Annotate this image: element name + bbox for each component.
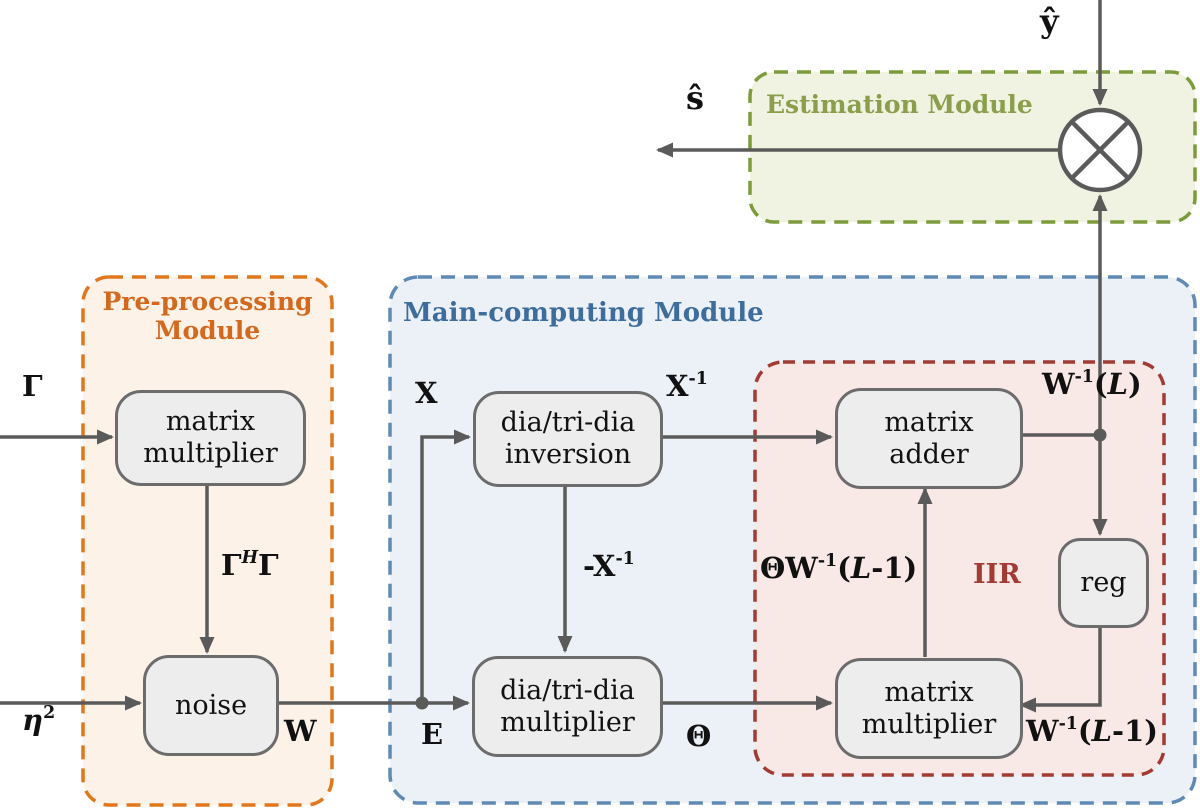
- block-label: inversion: [504, 439, 632, 470]
- w-inverse-junction-dot: [1093, 428, 1107, 442]
- theta-label: Θ: [686, 719, 712, 753]
- main-computing-module-title: Main-computing Module: [403, 298, 764, 328]
- pre-matrix-multiplier-block: matrix multiplier: [115, 390, 306, 486]
- w-inverse-l-label: W-1(L): [1042, 367, 1142, 401]
- w-inverse-l-minus-1-label: W-1(L-1): [1026, 714, 1158, 748]
- x-inverse-label: X-1: [666, 369, 708, 403]
- s-hat-label: ŝ: [686, 79, 705, 117]
- block-label: adder: [889, 438, 969, 470]
- block-label: dia/tri-dia: [500, 407, 636, 439]
- estimation-multiplier-icon: [1057, 107, 1143, 193]
- preprocessing-module-title: Pre-processing Module: [83, 287, 332, 346]
- y-hat-label: ŷ: [1040, 2, 1059, 40]
- eta-squared-label: η2: [22, 703, 56, 737]
- block-label: multiplier: [500, 706, 635, 738]
- block-label: multiplier: [143, 438, 278, 469]
- block-label: multiplier: [861, 708, 997, 740]
- block-label: matrix: [884, 676, 974, 708]
- dia-tri-dia-inversion-block: dia/tri-dia inversion: [473, 391, 663, 487]
- gamma-h-gamma-label: ΓHΓ: [221, 548, 279, 582]
- block-label: noise: [174, 689, 248, 721]
- noise-block: noise: [143, 655, 279, 756]
- w-output-label: W: [284, 714, 317, 748]
- block-label: reg: [1080, 567, 1127, 599]
- iir-label: IIR: [973, 559, 1021, 590]
- dia-tri-dia-multiplier-block: dia/tri-dia multiplier: [472, 656, 663, 757]
- block-label: matrix: [165, 406, 256, 438]
- x-input-label: X: [415, 376, 438, 410]
- gamma-input-label: Γ: [22, 369, 43, 403]
- preprocessing-title-line1: Pre-processing: [102, 287, 313, 316]
- matrix-adder-block: matrix adder: [835, 388, 1023, 489]
- block-label: dia/tri-dia: [500, 674, 635, 706]
- reg-to-multiplier-line: [1019, 622, 1102, 713]
- block-label: matrix: [884, 406, 974, 438]
- neg-x-inverse-label: -X-1: [583, 549, 635, 583]
- reg-block: reg: [1058, 538, 1149, 628]
- e-junction-dot: [415, 696, 429, 710]
- estimation-module-title: Estimation Module: [766, 90, 1033, 119]
- preprocessing-title-line2: Module: [154, 315, 261, 345]
- theta-w-inverse-label: ΘW-1(L-1): [760, 551, 918, 585]
- iir-matrix-multiplier-block: matrix multiplier: [835, 658, 1023, 759]
- e-branch-up-line: [420, 429, 471, 703]
- e-branch-label: E: [421, 717, 444, 751]
